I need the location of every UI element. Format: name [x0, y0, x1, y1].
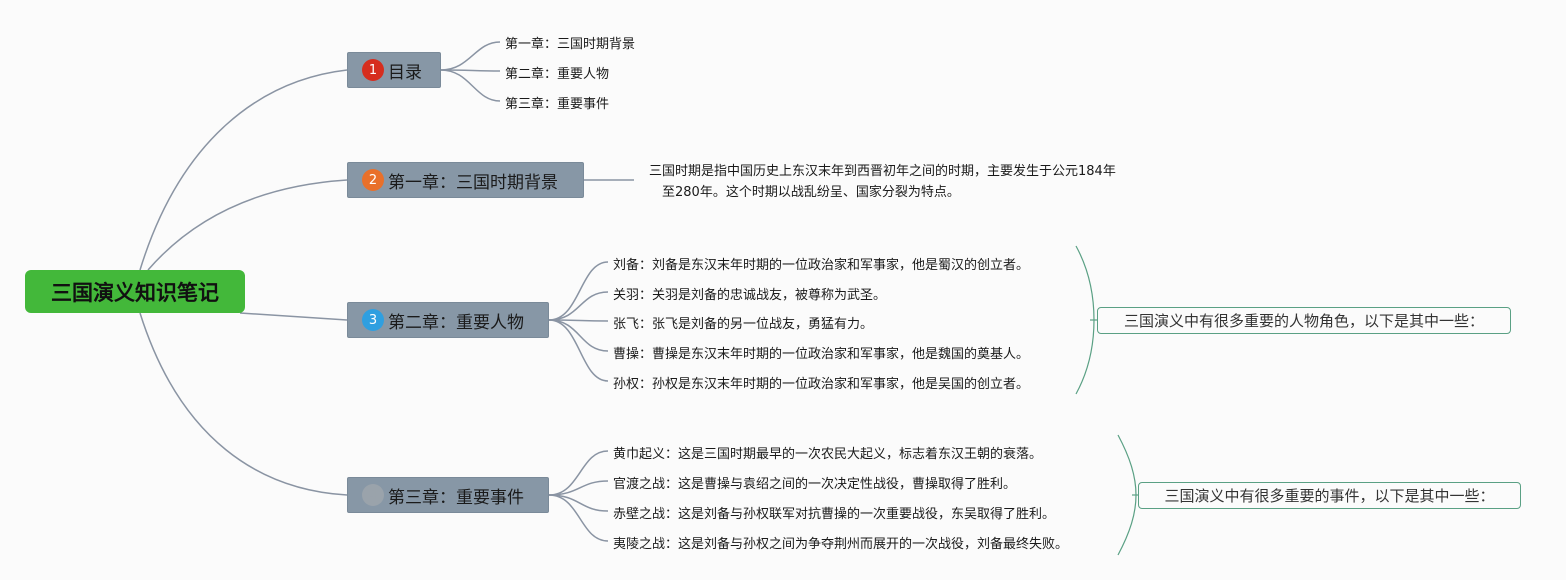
badge-1-icon: 1 [362, 59, 384, 81]
person-item-liubei[interactable]: 刘备：刘备是东汉末年时期的一位政治家和军事家，他是蜀汉的创立者。 [613, 258, 1030, 273]
connector-root-ch3 [139, 312, 348, 496]
connector-root-toc [139, 69, 348, 271]
connector-ch2-5 [548, 319, 609, 382]
person-item-guanyu[interactable]: 关羽：关羽是刘备的忠诚战友，被尊称为武圣。 [613, 288, 887, 303]
root-title: 三国演义知识笔记 [51, 280, 219, 305]
person-item-zhangfei[interactable]: 张飞：张飞是刘备的另一位战友，勇猛有力。 [613, 317, 874, 332]
badge-2-icon: 2 [362, 169, 384, 191]
connector-toc-3 [440, 69, 501, 102]
event-item-huangjin[interactable]: 黄巾起义：这是三国时期最早的一次农民大起义，标志着东汉王朝的衰落。 [613, 447, 1043, 462]
chapter-1-text-line-1: 三国时期是指中国历史上东汉末年到西晋初年之间的时期，主要发生于公元184年 [649, 164, 1116, 179]
toc-item-3[interactable]: 第三章：重要事件 [505, 97, 610, 112]
branch-chapter-2[interactable]: 3 第二章：重要人物 [347, 302, 549, 338]
summary-people-text: 三国演义中有很多重要的人物角色，以下是其中一些： [1123, 312, 1484, 330]
summary-events[interactable]: 三国演义中有很多重要的事件，以下是其中一些： [1138, 482, 1521, 509]
badge-3-icon: 3 [362, 309, 384, 331]
branch-toc-label: 目录 [388, 62, 422, 83]
event-item-guandu[interactable]: 官渡之战：这是曹操与袁绍之间的一次决定性战役，曹操取得了胜利。 [613, 477, 1017, 492]
branch-chapter-1-label: 第一章：三国时期背景 [388, 172, 558, 193]
connector-ch3-2 [548, 480, 609, 496]
person-item-sunquan[interactable]: 孙权：孙权是东汉末年时期的一位政治家和军事家，他是吴国的创立者。 [613, 377, 1030, 392]
branch-chapter-1[interactable]: 2 第一章：三国时期背景 [347, 162, 584, 198]
branch-toc[interactable]: 1 目录 [347, 52, 441, 88]
summary-events-text: 三国演义中有很多重要的事件，以下是其中一些： [1164, 487, 1495, 505]
connector-toc-1 [440, 41, 501, 71]
connector-root-ch1 [147, 179, 348, 271]
chapter-1-text[interactable]: 三国时期是指中国历史上东汉末年到西晋初年之间的时期，主要发生于公元184年 至2… [649, 161, 1159, 203]
root-node[interactable]: 三国演义知识笔记 [25, 270, 245, 313]
person-item-caocao[interactable]: 曹操：曹操是东汉末年时期的一位政治家和军事家，他是魏国的奠基人。 [613, 347, 1030, 362]
badge-4-icon: 4 [362, 484, 384, 506]
summary-people[interactable]: 三国演义中有很多重要的人物角色，以下是其中一些： [1097, 307, 1511, 334]
branch-chapter-2-label: 第二章：重要人物 [388, 312, 524, 333]
toc-item-1[interactable]: 第一章：三国时期背景 [505, 37, 636, 52]
connector-ch2-2 [548, 291, 609, 321]
connector-ch3-4 [548, 494, 609, 542]
branch-chapter-3-label: 第三章：重要事件 [388, 487, 524, 508]
event-item-yiling[interactable]: 夷陵之战：这是刘备与孙权之间为争夺荆州而展开的一次战役，刘备最终失败。 [613, 537, 1069, 552]
connector-ch3-3 [548, 494, 609, 512]
connector-ch3-1 [548, 450, 609, 496]
event-item-chibi[interactable]: 赤壁之战：这是刘备与孙权联军对抗曹操的一次重要战役，东吴取得了胜利。 [613, 507, 1056, 522]
connector-ch2-1 [548, 261, 609, 321]
chapter-1-text-line-2: 至280年。这个时期以战乱纷呈、国家分裂为特点。 [662, 185, 960, 200]
connector-ch2-4 [548, 319, 609, 352]
branch-chapter-3[interactable]: 4 第三章：重要事件 [347, 477, 549, 513]
connector-root-ch2 [239, 312, 348, 321]
toc-item-2[interactable]: 第二章：重要人物 [505, 67, 610, 82]
